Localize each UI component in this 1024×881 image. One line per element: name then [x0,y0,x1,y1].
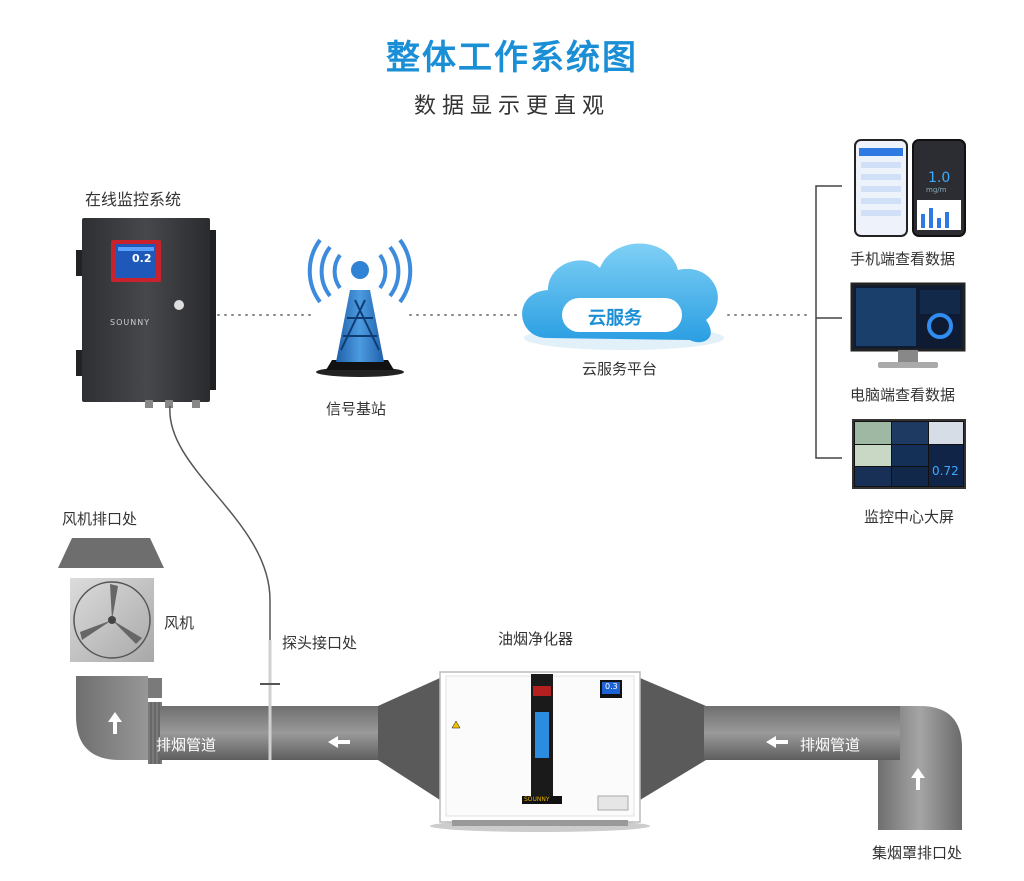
connection-lines [217,185,842,459]
video-wall-icon [852,419,966,489]
cloud-icon [522,243,724,350]
fan-exhaust-cap [58,538,164,568]
page-subtitle: 数据显示更直观 [413,94,610,119]
wall-label: 监控中心大屏 [864,508,955,526]
probe-cable [169,405,271,760]
oil-fume-purifier [430,671,650,832]
cloud-service-badge: 云服务 [588,308,642,329]
monitor-label: 在线监控系统 [85,190,182,209]
pc-monitor-icon [850,282,966,368]
phone-display-unit: mg/m [926,186,947,194]
monitoring-cabinet [76,218,216,408]
fan-label: 风机 [164,614,195,632]
phone-devices [854,139,966,237]
hood-exhaust-label: 集烟罩排口处 [872,844,963,862]
cabinet-screen-value: 0.2 [132,252,152,265]
phone-label: 手机端查看数据 [850,250,956,268]
cabinet-lock-icon [174,300,184,310]
purifier-label: 油烟净化器 [498,630,574,648]
phone-display-value: 1.0 [928,170,951,186]
fan-icon [70,578,154,662]
wall-display-value: 0.72 [932,464,959,478]
fan-exhaust-label: 风机排口处 [62,510,138,528]
tower-label: 信号基站 [326,400,387,418]
page-title: 整体工作系统图 [386,38,638,78]
cabinet-brand: SOUNNY [110,318,151,327]
pipe-right-label: 排烟管道 [800,736,861,754]
cloud-label: 云服务平台 [582,360,658,378]
purifier-display-value: 0.3 [605,682,618,691]
pipe-left-label: 排烟管道 [156,736,217,754]
signal-tower-icon [307,238,413,377]
pc-label: 电脑端查看数据 [850,386,956,404]
probe-label: 探头接口处 [282,634,358,652]
purifier-brand: SOUNNY [524,796,550,803]
